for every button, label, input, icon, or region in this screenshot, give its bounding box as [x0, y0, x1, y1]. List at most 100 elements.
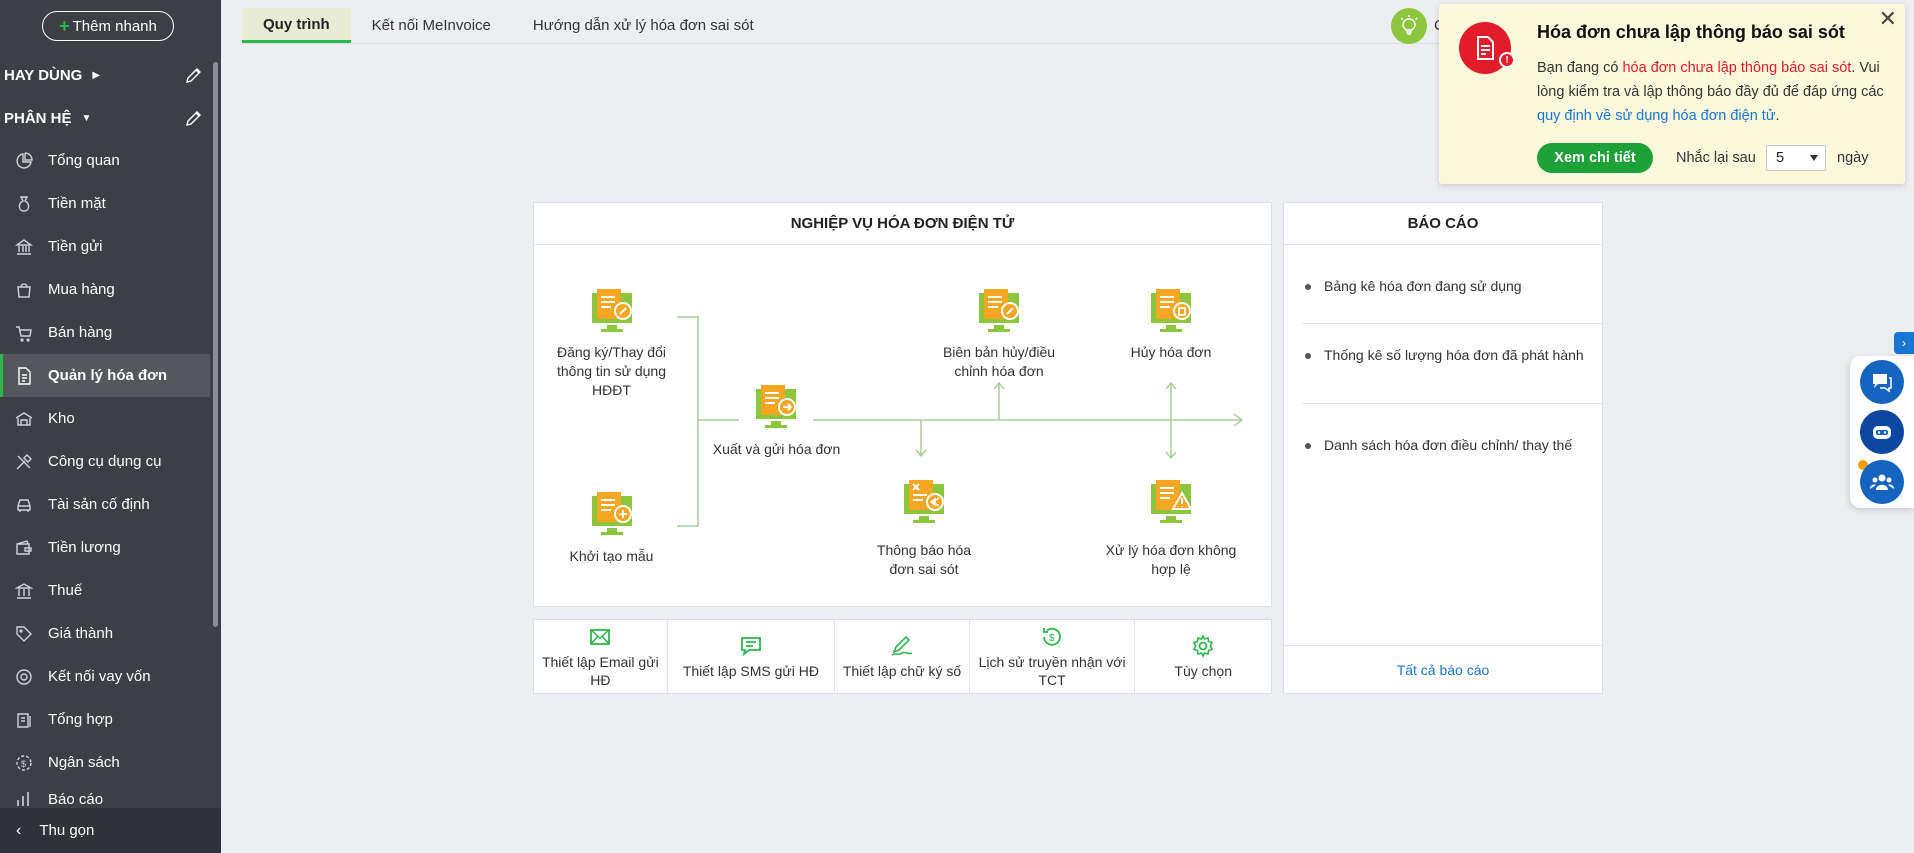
quick-add-label: Thêm nhanh — [72, 17, 157, 35]
warning-icon: ! — [1499, 52, 1515, 68]
top-tabs: Quy trình Kết nối MeInvoice Hướng dẫn xử… — [242, 8, 775, 44]
create-template-label[interactable]: Khởi tạo mẫu — [569, 548, 654, 564]
expand-arrow-icon[interactable]: › — [1894, 332, 1914, 354]
favorites-header[interactable]: HAY DÙNG ▶ — [4, 63, 204, 87]
body-middle: . Vui lòng kiểm tra và lập thông báo đầy… — [1537, 60, 1884, 100]
edit-modules-icon[interactable] — [184, 108, 204, 128]
tab-quy-trinh[interactable]: Quy trình — [242, 8, 351, 43]
body-prefix: Bạn đang có — [1537, 60, 1623, 76]
report-link[interactable]: Bảng kê hóa đơn đang sử dụng — [1302, 277, 1587, 295]
caret-down-icon: ▼ — [81, 112, 92, 124]
notification-dot — [1858, 460, 1868, 470]
money-bag-icon — [14, 194, 34, 214]
register-invoice-icon[interactable] — [587, 287, 637, 337]
sidebar-item-tien-mat[interactable]: Tiền mặt — [0, 182, 210, 225]
sidebar-item-cong-cu[interactable]: Công cụ dụng cụ — [0, 440, 210, 483]
signature-setting-button[interactable]: Thiết lập chữ ký số — [835, 620, 970, 693]
chevron-left-icon: ‹ — [16, 821, 22, 839]
lightbulb-icon[interactable] — [1391, 8, 1427, 44]
issue-send-icon[interactable] — [751, 383, 801, 433]
error-notice-icon[interactable] — [899, 478, 949, 528]
sidebar-item-mua-hang[interactable]: Mua hàng — [0, 268, 210, 311]
tabs-divider — [242, 43, 1442, 44]
shopping-bag-icon — [14, 280, 34, 300]
email-setting-button[interactable]: Thiết lập Email gửi HĐ — [534, 620, 668, 693]
sidebar-nav: Tổng quan Tiền mặt Tiền gửi Mua hàng Bán… — [0, 139, 210, 814]
sidebar-item-label: Công cụ dụng cụ — [48, 453, 162, 470]
create-template-icon[interactable] — [587, 490, 637, 540]
sidebar-item-label: Tài sản cố định — [48, 496, 150, 513]
sidebar-item-label: Tổng hợp — [48, 711, 113, 728]
email-setting-label: Thiết lập Email gửi HĐ — [541, 653, 659, 688]
sidebar-item-bao-cao[interactable]: Báo cáo — [0, 784, 210, 814]
sms-setting-label: Thiết lập SMS gửi HĐ — [682, 662, 820, 679]
invalid-invoice-icon[interactable] — [1146, 478, 1196, 528]
sidebar-item-tong-quan[interactable]: Tổng quan — [0, 139, 210, 182]
tab-huong-dan[interactable]: Hướng dẫn xử lý hóa đơn sai sót — [532, 17, 754, 34]
sidebar-item-ban-hang[interactable]: Bán hàng — [0, 311, 210, 354]
register-label[interactable]: Đăng ký/Thay đổi thông tin sử dụng HĐĐT — [556, 344, 666, 398]
history-icon: $ — [1043, 627, 1061, 646]
flow-connectors — [677, 316, 1244, 527]
wallet-icon — [14, 538, 34, 558]
view-detail-button[interactable]: Xem chi tiết — [1537, 143, 1653, 173]
sidebar-item-label: Ngân sách — [48, 754, 120, 771]
sidebar-item-label: Tiền gửi — [48, 238, 103, 255]
signature-setting-label: Thiết lập chữ ký số — [842, 662, 962, 679]
edit-favorites-icon[interactable] — [184, 65, 204, 85]
quick-add-button[interactable]: + Thêm nhanh — [42, 11, 174, 41]
flow-panel-title: NGHIỆP VỤ HÓA ĐƠN ĐIỆN TỬ — [534, 203, 1271, 245]
chat-support-icon[interactable] — [1860, 360, 1904, 404]
sidebar-item-kho[interactable]: Kho — [0, 397, 210, 440]
sms-icon — [741, 636, 761, 656]
sidebar-scrollbar[interactable] — [213, 62, 218, 627]
remind-days-select[interactable]: 5 — [1766, 145, 1826, 171]
chevron-down-icon — [1810, 155, 1818, 161]
uncorrected-invoice-link[interactable]: hóa đơn chưa lập thông báo sai sót — [1622, 60, 1852, 76]
cancel-record-label[interactable]: Biên bản hủy/điều chỉnh hóa đơn — [942, 344, 1056, 379]
history-label: Lịch sử truyền nhận với TCT — [978, 653, 1126, 688]
issue-send-label[interactable]: Xuất và gửi hóa đơn — [712, 441, 841, 457]
all-reports-link[interactable]: Tất cả báo cáo — [1284, 645, 1602, 693]
gear-icon — [1193, 633, 1214, 658]
collapse-sidebar-button[interactable]: ‹ Thu gọn — [0, 808, 221, 853]
signature-icon — [891, 635, 913, 656]
cancel-record-icon[interactable] — [974, 287, 1024, 337]
cancel-label[interactable]: Hủy hóa đơn — [1130, 344, 1212, 360]
cancel-invoice-icon[interactable] — [1146, 287, 1196, 337]
caret-right-icon: ▶ — [92, 69, 101, 81]
bank-icon — [14, 237, 34, 257]
regulation-link[interactable]: quy định về sử dụng hóa đơn điện tử — [1537, 108, 1776, 124]
report-link[interactable]: Danh sách hóa đơn điều chỉnh/ thay thế — [1302, 436, 1587, 454]
sidebar-item-label: Báo cáo — [48, 790, 104, 808]
remind-label: Nhắc lại sau — [1676, 150, 1756, 166]
tab-ket-noi-meinvoice[interactable]: Kết nối MeInvoice — [371, 17, 491, 34]
error-notice-label[interactable]: Thông báo hóa đơn sai sót — [876, 542, 972, 577]
sidebar-item-ngan-sach[interactable]: $ Ngân sách — [0, 741, 210, 784]
close-icon[interactable]: ✕ — [1878, 6, 1897, 31]
community-icon[interactable] — [1860, 460, 1904, 504]
sidebar-item-tien-gui[interactable]: Tiền gửi — [0, 225, 210, 268]
sms-setting-button[interactable]: Thiết lập SMS gửi HĐ — [668, 620, 836, 693]
warehouse-icon — [14, 409, 34, 429]
sidebar-item-gia-thanh[interactable]: Giá thành — [0, 612, 210, 655]
sidebar-item-vay-von[interactable]: Kết nối vay vốn — [0, 655, 210, 698]
options-button[interactable]: Tùy chọn — [1135, 620, 1271, 693]
report-link[interactable]: Thống kê số lượng hóa đơn đã phát hành — [1302, 346, 1587, 364]
sidebar-item-tien-luong[interactable]: Tiền lương — [0, 526, 210, 569]
favorites-label: HAY DÙNG — [4, 66, 83, 84]
car-icon — [14, 495, 34, 515]
bot-assistant-icon[interactable] — [1860, 410, 1904, 454]
report-divider — [1302, 323, 1604, 324]
sidebar-item-quan-ly-hoa-don[interactable]: Quản lý hóa đơn — [0, 354, 210, 397]
sidebar-item-tai-san[interactable]: Tài sản cố định — [0, 483, 210, 526]
reports-panel: BÁO CÁO Bảng kê hóa đơn đang sử dụng Thố… — [1283, 202, 1604, 694]
sidebar-item-thue[interactable]: Thuế — [0, 569, 210, 612]
history-button[interactable]: $ Lịch sử truyền nhận với TCT — [970, 620, 1136, 693]
svg-text:$: $ — [1049, 633, 1055, 644]
sidebar-item-tong-hop[interactable]: Tổng hợp — [0, 698, 210, 741]
modules-header[interactable]: PHÂN HỆ ▼ — [4, 106, 204, 130]
sidebar-item-label: Kho — [48, 410, 75, 427]
invalid-label[interactable]: Xử lý hóa đơn không hợp lệ — [1105, 542, 1237, 577]
tools-icon — [14, 452, 34, 472]
